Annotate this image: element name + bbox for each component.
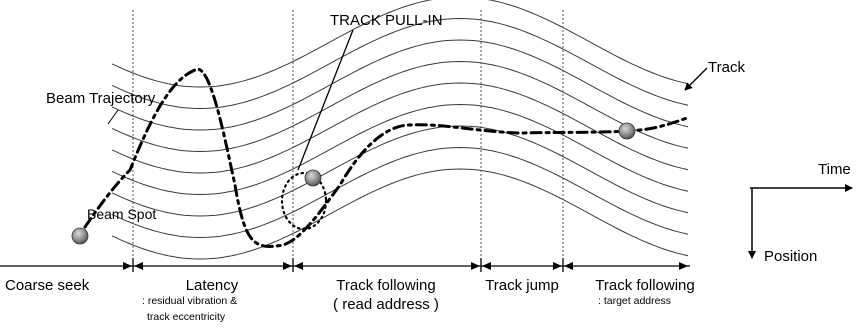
phase-timeline: Coarse seek Latency: residual vibration &… (0, 258, 695, 323)
track-lines (111, 0, 689, 260)
phase-label: Track following (336, 277, 435, 294)
timeline-arrowhead (482, 262, 491, 270)
track-line (111, 103, 689, 196)
timeline-arrowhead (134, 262, 143, 270)
beam-spot-pull-in (304, 169, 322, 187)
timeline-arrowhead (471, 262, 480, 270)
track-line (111, 17, 689, 110)
phase-label: Coarse seek (5, 277, 90, 294)
track-line (111, 82, 689, 174)
pull-in-leader (297, 29, 354, 171)
phase-note: track eccentricity (147, 311, 226, 323)
track-line (111, 60, 689, 153)
timeline-arrowhead (294, 262, 303, 270)
beam-trajectory-label: Beam Trajectory (46, 90, 156, 107)
time-label: Time (818, 161, 851, 178)
position-label: Position (764, 248, 817, 265)
phase-label: Latency (186, 277, 239, 294)
beam-spot-label: Beam Spot (87, 206, 156, 222)
track-line (111, 125, 689, 217)
timeline-arrowhead (283, 262, 292, 270)
beam-trajectory-path (83, 67, 692, 248)
phase-label: Track jump (485, 277, 559, 294)
track-line (111, 168, 689, 260)
phase-note: ( read address ) (333, 296, 439, 313)
phase-note: : target address (598, 295, 671, 307)
beam-spot-target (618, 122, 636, 140)
phase-dividers (132, 10, 564, 262)
phase-note: : residual vibration & (142, 295, 237, 307)
track-line (111, 146, 689, 239)
track-pull-in-label: TRACK PULL-IN (330, 12, 443, 29)
timeline-arrowhead (679, 262, 688, 270)
timeline-arrowhead (553, 262, 562, 270)
track-pull-in-region (280, 171, 328, 231)
track-line (111, 39, 689, 131)
beam-trajectory-leader (107, 109, 119, 125)
track-leader (684, 67, 708, 91)
timeline-arrowhead (564, 262, 573, 270)
track-line (111, 0, 689, 88)
phase-label: Track following (595, 277, 694, 294)
axes-indicator: Time Position (748, 161, 853, 265)
track-label: Track (708, 59, 745, 76)
timeline-arrowhead (123, 262, 132, 270)
beam-spot-start (71, 227, 89, 245)
